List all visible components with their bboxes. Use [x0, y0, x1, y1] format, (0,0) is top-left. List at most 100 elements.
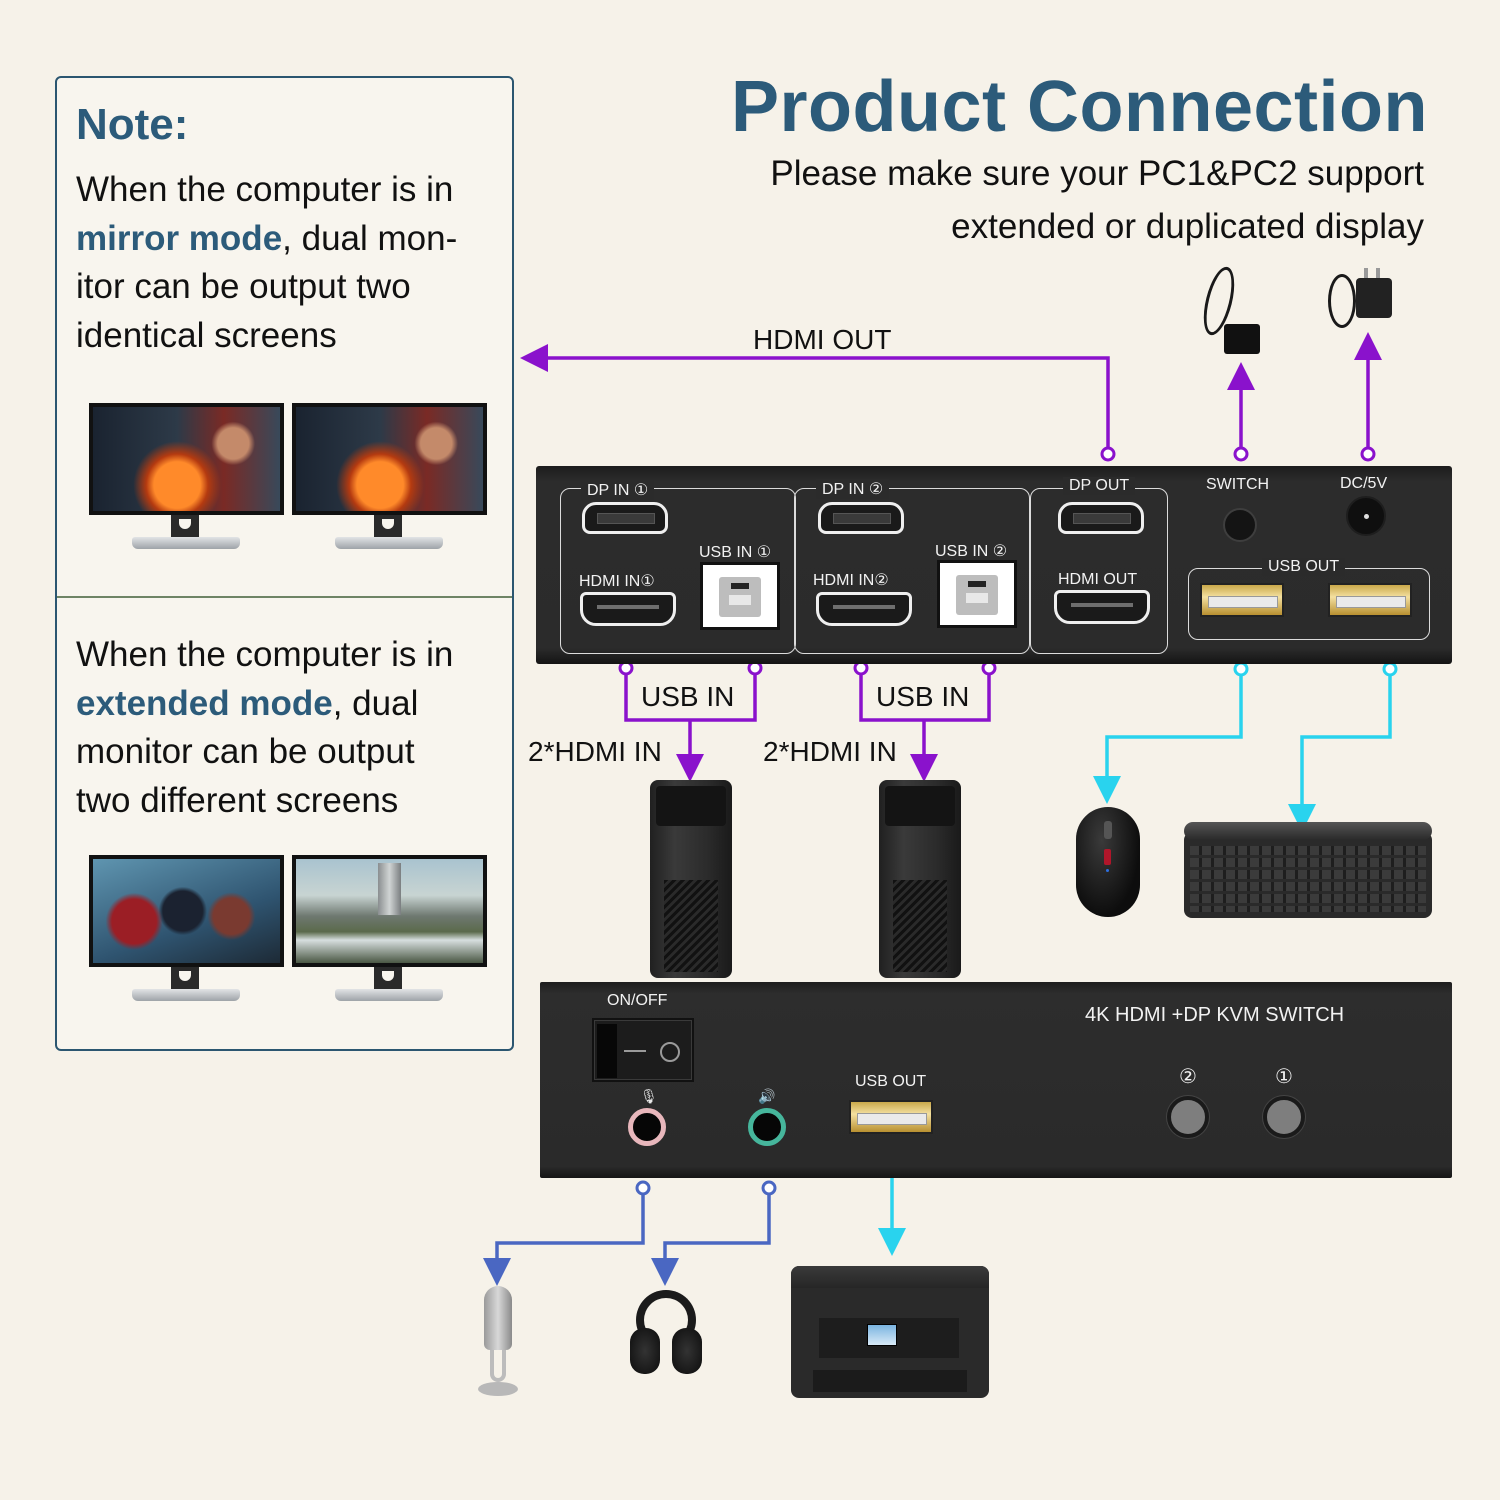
switch-jack[interactable]: [1223, 508, 1257, 542]
dp-in-1-label: DP IN ①: [581, 480, 655, 500]
usb-in-2-port[interactable]: [937, 560, 1017, 628]
subtitle-line-1: Please make sure your PC1&PC2 support: [770, 154, 1424, 193]
mic-wire: [483, 1195, 645, 1286]
page-title: Product Connection: [731, 67, 1428, 147]
usb-in-2-label: USB IN ②: [935, 543, 1008, 560]
usb-in-label-2: USB IN: [876, 681, 970, 712]
usb-out-port-2[interactable]: [1328, 583, 1412, 617]
off-symbol: [624, 1050, 646, 1052]
printer-screen: [867, 1324, 897, 1346]
wire-node: [761, 1180, 777, 1196]
monitor-screen: [89, 855, 284, 967]
usb-out-port-1[interactable]: [1200, 583, 1284, 617]
mouse-button: [1104, 849, 1111, 865]
hdmi-out-label-panel: HDMI OUT: [1058, 571, 1138, 588]
power-switch[interactable]: [592, 1018, 694, 1082]
cable-coil: [1328, 274, 1356, 328]
kvm-front-panel: ON/OFF 🎙 🔊 USB OUT 4K HDMI +DP KVM SWITC…: [540, 982, 1452, 1178]
mirror-line-2: mirror mode, dual mon-: [76, 215, 506, 264]
power-plug: [1356, 268, 1392, 318]
extended-monitor-left: [89, 855, 284, 1001]
rocker-side: [597, 1024, 617, 1078]
mirror-line-3: itor can be output two: [76, 267, 411, 306]
on-symbol: [660, 1042, 680, 1062]
dp-out-label: DP OUT: [1063, 477, 1136, 495]
monitor-base: [335, 537, 443, 549]
pc2-button-label: ②: [1179, 1066, 1197, 1088]
extended-line-4: two different screens: [76, 780, 399, 820]
hdmi-out-port[interactable]: [1054, 590, 1150, 624]
dp-in-2-port[interactable]: [818, 502, 904, 534]
dp-in-1-port[interactable]: [582, 502, 668, 534]
printer: [791, 1266, 989, 1398]
speaker-icon: 🔊: [758, 1088, 776, 1104]
switch-label: SWITCH: [1206, 476, 1270, 493]
pc-grille: [664, 880, 718, 972]
dp-out-port[interactable]: [1058, 502, 1144, 534]
rocket-landscape-image: [296, 859, 483, 963]
mic-stand: [490, 1350, 506, 1382]
hdmi-in-label-2: 2*HDMI IN: [763, 736, 897, 767]
remote-switch-box: [1224, 324, 1260, 354]
usb-out-label-rear: USB OUT: [1262, 558, 1346, 576]
hdmi-in-1-label: HDMI IN①: [579, 573, 655, 590]
wire-node: [1233, 446, 1249, 462]
usb-in-1-label: USB IN ①: [699, 544, 772, 561]
monitor-stand: [374, 967, 402, 991]
pc-grille: [893, 880, 947, 972]
dp-in-2-label: DP IN ②: [816, 479, 890, 499]
pc1-button-label: ①: [1275, 1066, 1293, 1088]
wire-node: [635, 1180, 651, 1196]
usb-in-label-1: USB IN: [641, 681, 735, 712]
hdmi-in-2-label: HDMI IN②: [813, 572, 889, 589]
port-group-pc1: [560, 488, 796, 654]
monitor-stand: [171, 515, 199, 539]
extended-line-3: monitor can be output: [76, 732, 415, 771]
monitor-base: [132, 537, 240, 549]
superhero-team-image: [93, 859, 280, 963]
monitor-screen: [292, 403, 487, 515]
extended-line-1: When the computer is in: [76, 635, 454, 674]
dc-power-jack[interactable]: [1346, 496, 1386, 536]
mirror-monitor-right: [292, 403, 487, 549]
headphone-jack[interactable]: [748, 1108, 786, 1146]
hdmi-in-1-port[interactable]: [580, 592, 676, 626]
microphone: [478, 1286, 518, 1398]
mirror-mode-description: When the computer is in mirror mode, dua…: [76, 166, 506, 360]
extended-mode-highlight: extended mode: [76, 683, 333, 723]
keyboard-top-bar: [1184, 822, 1432, 840]
mouse-wheel: [1104, 821, 1112, 839]
wired-remote-switch: [1197, 262, 1270, 357]
wire-node: [1382, 661, 1398, 677]
pc-top-vent: [885, 786, 955, 826]
extended-monitor-right: [292, 855, 487, 1001]
mirror-monitor-left: [89, 403, 284, 549]
headphone-band: [636, 1290, 696, 1350]
pc2-select-button[interactable]: [1167, 1096, 1209, 1138]
note-divider: [57, 596, 512, 598]
mirror-line-4: identical screens: [76, 315, 337, 355]
pc1-select-button[interactable]: [1263, 1096, 1305, 1138]
hdmi-in-2-port[interactable]: [816, 592, 912, 626]
dc-label: DC/5V: [1340, 475, 1388, 492]
headphone-cup-right: [672, 1328, 702, 1374]
hdmi-in-label-1: 2*HDMI IN: [528, 736, 662, 767]
keyboard: [1184, 822, 1432, 918]
keyboard-wire: [1288, 676, 1392, 832]
microphone-icon: 🎙: [640, 1088, 658, 1104]
extended-line-2-rest: , dual: [332, 683, 419, 723]
dc-power-adapter: [1322, 262, 1406, 332]
keyboard-keys: [1190, 846, 1426, 912]
mic-head: [484, 1286, 512, 1350]
usb-out-port-front[interactable]: [849, 1100, 933, 1134]
printer-lid: [791, 1266, 989, 1288]
kvm-rear-panel: DP IN ① HDMI IN① USB IN ① DP IN ② HDMI I…: [536, 466, 1452, 664]
subtitle-line-2: extended or duplicated display: [951, 207, 1424, 246]
note-title: Note:: [76, 100, 189, 149]
microphone-jack[interactable]: [628, 1108, 666, 1146]
printer-tray: [813, 1370, 967, 1392]
pc-1-tower: [650, 780, 732, 978]
wire-node: [1100, 446, 1116, 462]
usb-in-1-port[interactable]: [700, 562, 780, 630]
